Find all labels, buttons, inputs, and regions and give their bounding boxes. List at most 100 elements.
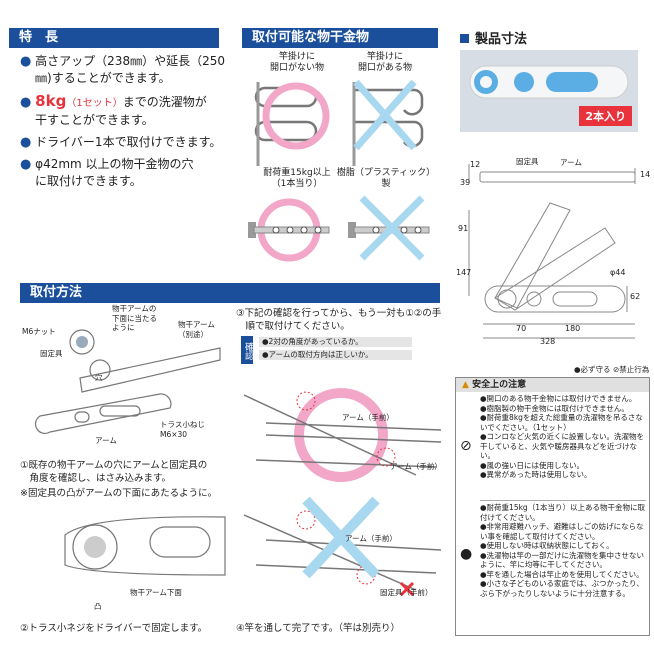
product-photo: 2本入り bbox=[460, 50, 638, 132]
label-fixture-front: 固定具（手前） bbox=[380, 588, 433, 597]
compat-bottom-illustration bbox=[248, 195, 430, 262]
product-arm-image bbox=[469, 65, 629, 99]
step3-text: ③下記の確認を行ってから、もう一対も①②の手 順で取付けてください。 bbox=[236, 308, 442, 332]
ng-cross-icon bbox=[302, 496, 380, 579]
install-step3-illustration bbox=[243, 388, 442, 597]
ban-icon-large: ⊘ bbox=[460, 438, 472, 454]
label-under: 物干アームの 下面に当たる ように bbox=[112, 304, 157, 332]
dim-180: 180 bbox=[565, 324, 581, 333]
warning-icon: ▲ bbox=[462, 380, 469, 390]
feature-text: に取付けできます。 bbox=[35, 174, 142, 188]
label-arm-front-3: アーム（手前） bbox=[345, 534, 397, 543]
must-icon: ● bbox=[574, 365, 581, 374]
feature-text: )することができます。 bbox=[47, 71, 171, 85]
safety-must-list: ●耐荷重15kg（1本当り）以上ある物干金物に取付けてください。 ●非常用避難ハ… bbox=[480, 500, 646, 598]
label-screw: トラス小ねじ M6×30 bbox=[160, 420, 205, 439]
feature-item: に取付けできます。 bbox=[20, 173, 240, 190]
install-title: 取付方法 bbox=[30, 285, 83, 300]
screw-icon bbox=[84, 536, 106, 558]
feature-list: ● 高さアップ（238㎜）や延長（250 ㎜)することができます。 ● 8kg（… bbox=[20, 53, 240, 190]
fixture-icon bbox=[76, 336, 88, 348]
safety-panel: ▲ 安全上の注意 ⊘ ●開口のある物干金物には取付けできません。 ●樹脂製の物干… bbox=[455, 377, 650, 636]
safety-legend: ●必ず守る ⊘禁止行為 bbox=[574, 365, 650, 374]
ban-item: ●異常があった時は使用しない。 bbox=[480, 470, 592, 479]
compat-header: 取付可能な物干金物 bbox=[242, 28, 438, 48]
install-step1-illustration bbox=[34, 329, 221, 435]
pack-badge: 2本入り bbox=[579, 106, 632, 126]
features-header: 特 長 bbox=[9, 28, 219, 48]
label-fixture: 固定具 bbox=[40, 349, 63, 358]
compat-top-illustration bbox=[254, 79, 424, 166]
feature-text: φ42mm 以上の物干金物の穴 bbox=[35, 157, 194, 171]
compat-ok-bottom-label: 耐荷重15kg以上 （1本当り） bbox=[263, 168, 331, 189]
feature-unit: ㎜ bbox=[35, 71, 48, 85]
feature-item: ● φ42mm 以上の物干金物の穴 bbox=[20, 156, 240, 173]
compat-ng-bottom-label: 樹脂（プラスティック）製 bbox=[336, 168, 436, 189]
must-item: ●洗濯物は竿の一部だけに洗濯物を集中させないように、竿に均等に干してください。 bbox=[480, 550, 645, 570]
step4-text: ④竿を通して完了です。（竿は別売り） bbox=[236, 623, 401, 634]
feature-text: までの洗濯物が bbox=[122, 95, 207, 109]
red-x-icon bbox=[399, 581, 415, 597]
confirm-box: 確認 ●2対の角度があっているか。 ●アームの取付方向は正しいか。 bbox=[241, 336, 412, 364]
ban-item: ●耐荷重8kgを超えた総重量の洗濯物を吊るさないでください。（1セット） bbox=[480, 413, 643, 432]
compat-ng-top-label: 竿掛けに 開口がある物 bbox=[357, 52, 412, 73]
dim-147: 147 bbox=[456, 268, 472, 277]
bullet-icon: ● bbox=[20, 135, 32, 150]
square-icon bbox=[460, 34, 469, 43]
feature-text: 高さアップ（238 bbox=[35, 54, 131, 68]
label-nut: M6ナット bbox=[22, 327, 56, 336]
dim-label-fixture: 固定具 bbox=[516, 157, 539, 166]
feature-text: ）や延長（250 bbox=[142, 54, 225, 68]
dim-14: 14 bbox=[640, 170, 651, 179]
must-item: ●耐荷重15kg（1本当り）以上ある物干金物に取付けてください。 bbox=[480, 503, 645, 522]
compat-title: 取付可能な物干金物 bbox=[252, 30, 370, 45]
ban-item: ●開口のある物干金物には取付けできません。 bbox=[480, 394, 637, 403]
feature-item: 干すことができます。 bbox=[20, 112, 240, 129]
dims-header: 製品寸法 bbox=[460, 28, 527, 47]
ng-cross-icon bbox=[359, 195, 425, 261]
confirm-item-2: ●アームの取付方向は正しいか。 bbox=[259, 350, 412, 360]
must-item: ●竿を通した場合は竿止めを使用してください。 bbox=[480, 569, 644, 579]
feature-item: ● 高さアップ（238㎜）や延長（250 bbox=[20, 53, 240, 70]
dim-phi44: φ44 bbox=[610, 268, 626, 277]
label-convex: 凸 bbox=[94, 602, 102, 611]
label-hole: 穴 bbox=[95, 373, 103, 382]
safety-ban-list: ●開口のある物干金物には取付けできません。 ●樹脂製の物干金物には取付けできませ… bbox=[480, 394, 646, 480]
install-step2-illustration bbox=[64, 516, 226, 576]
ban-item: ●樹脂製の物干金物には取付けできません。 bbox=[480, 403, 629, 413]
radio-icon: ● bbox=[262, 337, 269, 346]
label-arm-bottom: 物干アーム下面 bbox=[130, 588, 182, 597]
ok-circle-icon bbox=[262, 82, 330, 150]
must-item: ●使用しない時は収納状態にしておく。 bbox=[480, 541, 614, 550]
radio-icon: ● bbox=[262, 350, 269, 359]
feature-unit: ㎜ bbox=[130, 54, 143, 68]
bullet-icon: ● bbox=[20, 95, 32, 110]
dim-39: 39 bbox=[460, 178, 471, 187]
feature-text: ドライバー1本で取付けできます。 bbox=[35, 135, 222, 149]
label-arm: アーム bbox=[95, 436, 117, 445]
label-arm-separate: 物干アーム （別途） bbox=[178, 320, 215, 339]
features-title: 特 長 bbox=[19, 30, 59, 45]
bullet-icon: ● bbox=[20, 54, 32, 69]
ban-item: ●コンロなど火気の近くに設置しない。洗濯物を干していると、火気や暖房器具などを近… bbox=[480, 432, 645, 460]
feature-item: ● 8kg（1セット）までの洗濯物が bbox=[20, 93, 240, 112]
install-header: 取付方法 bbox=[20, 283, 440, 303]
label-arm-front-1: アーム（手前） bbox=[342, 413, 394, 422]
dim-label-arm: アーム bbox=[560, 158, 582, 167]
load-capacity: 8kg bbox=[35, 92, 67, 110]
confirm-tag: 確認 bbox=[241, 336, 253, 364]
must-item: ●小さな子どものいる家庭では、ぶつかったり、ぶら下がったりしないように十分注意す… bbox=[480, 579, 644, 598]
feature-item: ● ドライバー1本で取付けできます。 bbox=[20, 134, 240, 151]
ban-icon: ⊘ bbox=[612, 365, 620, 374]
step2-text: ②トラス小ネジをドライバーで固定します。 bbox=[20, 623, 208, 634]
ban-item: ●風の強い日には使用しない。 bbox=[480, 460, 585, 470]
step1-note: ※固定具の凸がアームの下面にあたるように。 bbox=[20, 488, 218, 499]
bullet-icon: ● bbox=[20, 157, 32, 172]
dim-12: 12 bbox=[470, 160, 481, 169]
step1-text: ①既存の物干アームの穴にアームと固定具の 角度を確認し、はさみ込みます。 bbox=[20, 460, 208, 484]
must-item: ●非常用避難ハッチ、避難はしごの妨げにならない事を確認して取付けてください。 bbox=[480, 522, 644, 541]
load-set: （1セット） bbox=[66, 98, 123, 109]
dim-91: 91 bbox=[458, 224, 469, 233]
compat-ok-top-label: 竿掛けに 開口がない物 bbox=[269, 52, 324, 73]
dim-328: 328 bbox=[540, 337, 556, 346]
